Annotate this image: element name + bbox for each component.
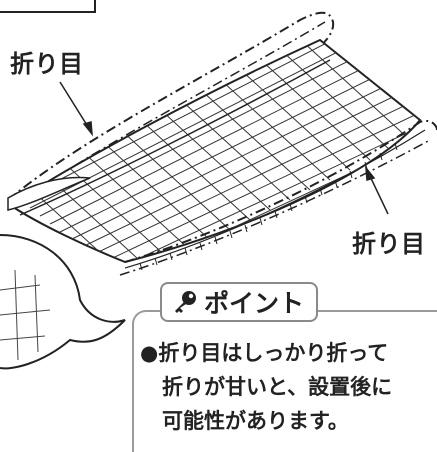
fold-label-right: 折り目 — [352, 230, 426, 258]
folded-mesh-illustration — [0, 0, 437, 370]
fold-outline-bottom — [124, 119, 437, 263]
leader-arrow-top — [59, 81, 93, 137]
zoom-bubble — [0, 234, 126, 370]
fold-outline-lower — [119, 139, 431, 276]
fold-label-top: 折り目 — [10, 50, 84, 78]
inner-crease — [19, 59, 331, 216]
hem-edge — [124, 129, 426, 269]
point-line-3: 可能性があります。 — [162, 409, 349, 433]
frame-fragment — [0, 0, 96, 13]
point-box — [132, 310, 437, 452]
zoom-grid — [0, 269, 51, 361]
leader-arrow-right — [365, 165, 389, 215]
key-icon — [175, 291, 196, 313]
inner-flap — [7, 176, 91, 211]
point-title: ポイント — [204, 289, 305, 318]
point-text: ●折り目はしっかり折って 折りが甘いと、設置後に 可能性があります。 — [140, 336, 392, 438]
point-line-1: ●折り目はしっかり折って — [140, 341, 389, 365]
point-tab: ポイント — [160, 282, 319, 322]
point-line-2: 折りが甘いと、設置後に — [162, 375, 393, 399]
fold-outline-top — [7, 11, 335, 201]
